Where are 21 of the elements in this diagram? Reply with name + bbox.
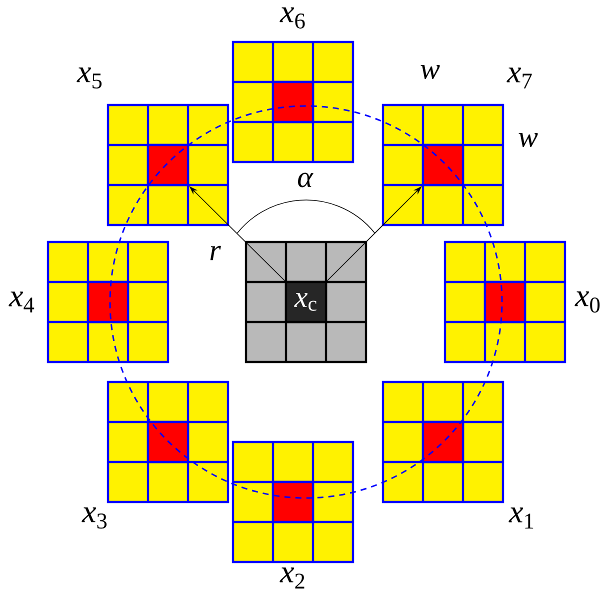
grid-label: x$_{3}$ [82, 507, 107, 529]
grid-label: x$_{6}$ [280, 7, 305, 29]
grid-label: x$_{1}$ [508, 508, 534, 528]
grid-label: x$_{5}$ [76, 68, 102, 88]
radius-label: r [210, 246, 221, 260]
highlighted-cell [272, 80, 314, 124]
highlighted-cell [146, 420, 190, 464]
grid-label: x$_{2}$ [280, 568, 304, 588]
angle-label: α [298, 172, 314, 188]
dimension-label: w [420, 64, 440, 80]
dimension-label: w [518, 132, 538, 148]
highlighted-cell [422, 144, 464, 186]
grid-label: x$_{7}$ [506, 68, 532, 88]
center-cell: x$_{c}$ [284, 280, 328, 324]
highlighted-cell [422, 420, 464, 464]
highlighted-cell [146, 144, 190, 186]
grid-label: x$_{4}$ [8, 292, 34, 312]
grid-label: x$_{0}$ [574, 291, 600, 313]
highlighted-cell [86, 280, 130, 324]
highlighted-cell [272, 480, 314, 524]
highlighted-cell [484, 280, 526, 324]
